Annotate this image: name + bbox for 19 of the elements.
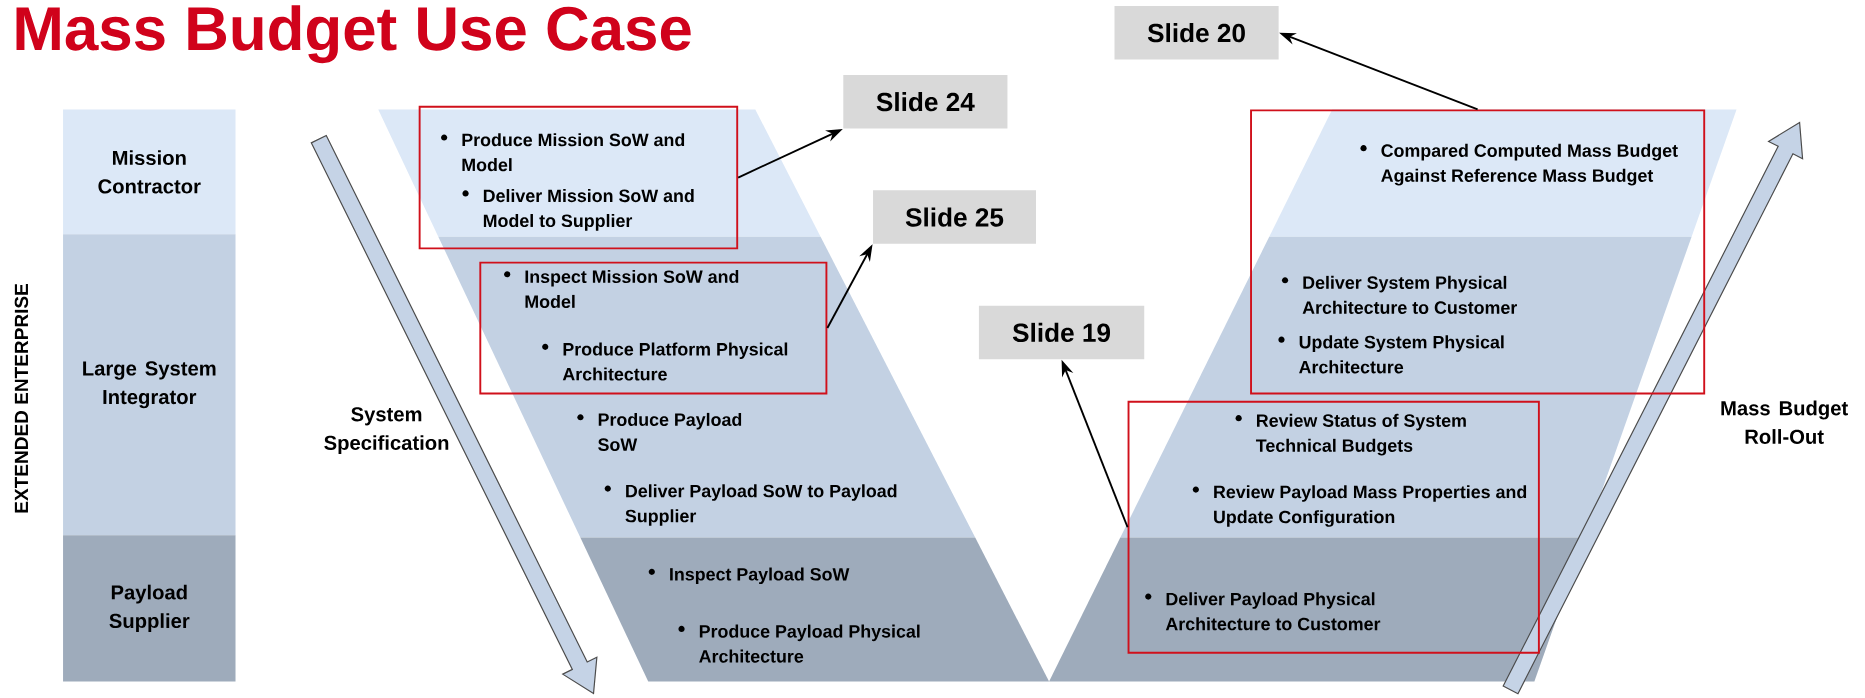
slide-reference-box: Slide 20: [1114, 5, 1279, 60]
arrow-label: System Specification: [324, 407, 449, 454]
slide-reference-box: Slide 24: [843, 74, 1008, 129]
bullet-text: Produce Payload Physical Architecture: [678, 624, 920, 663]
lane-label-box: Large System Integrator: [63, 234, 236, 536]
highlight-box: Review Status of System Technical Budgets Review Payload Mass Properties and Update Configuration Deliver Payload Physical Architecture to Customer: [1127, 400, 1540, 654]
bullet-text: Produce Payload SoW: [577, 412, 742, 451]
title: Mass Budget Use Case: [16, 5, 691, 64]
arrow-label: Mass Budget Roll-Out: [1721, 400, 1848, 444]
bullet-text: Deliver Payload SoW to Payload Supplier: [604, 484, 897, 526]
highlight-box: Produce Mission SoW and Model Deliver Mission SoW and Model to Supplier: [418, 105, 739, 250]
slide-reference-box: Slide 19: [978, 305, 1145, 360]
highlight-box: Inspect Mission SoW and Model Produce Platform Physical Architecture: [479, 261, 828, 395]
slide-reference-box: Slide 25: [873, 190, 1036, 244]
lane-label-box: Mission Contractor: [63, 109, 236, 235]
side-label: EXTENDED ENTERPRISE: [14, 283, 29, 513]
bullet-text: Inspect Payload SoW: [648, 567, 850, 585]
lane-label-box: Payload Supplier: [63, 535, 236, 682]
highlight-box: Compared Computed Mass Budget Against Reference Mass Budget Deliver System Physical Architecture to Customer Update System Physical Architecture: [1250, 109, 1706, 395]
